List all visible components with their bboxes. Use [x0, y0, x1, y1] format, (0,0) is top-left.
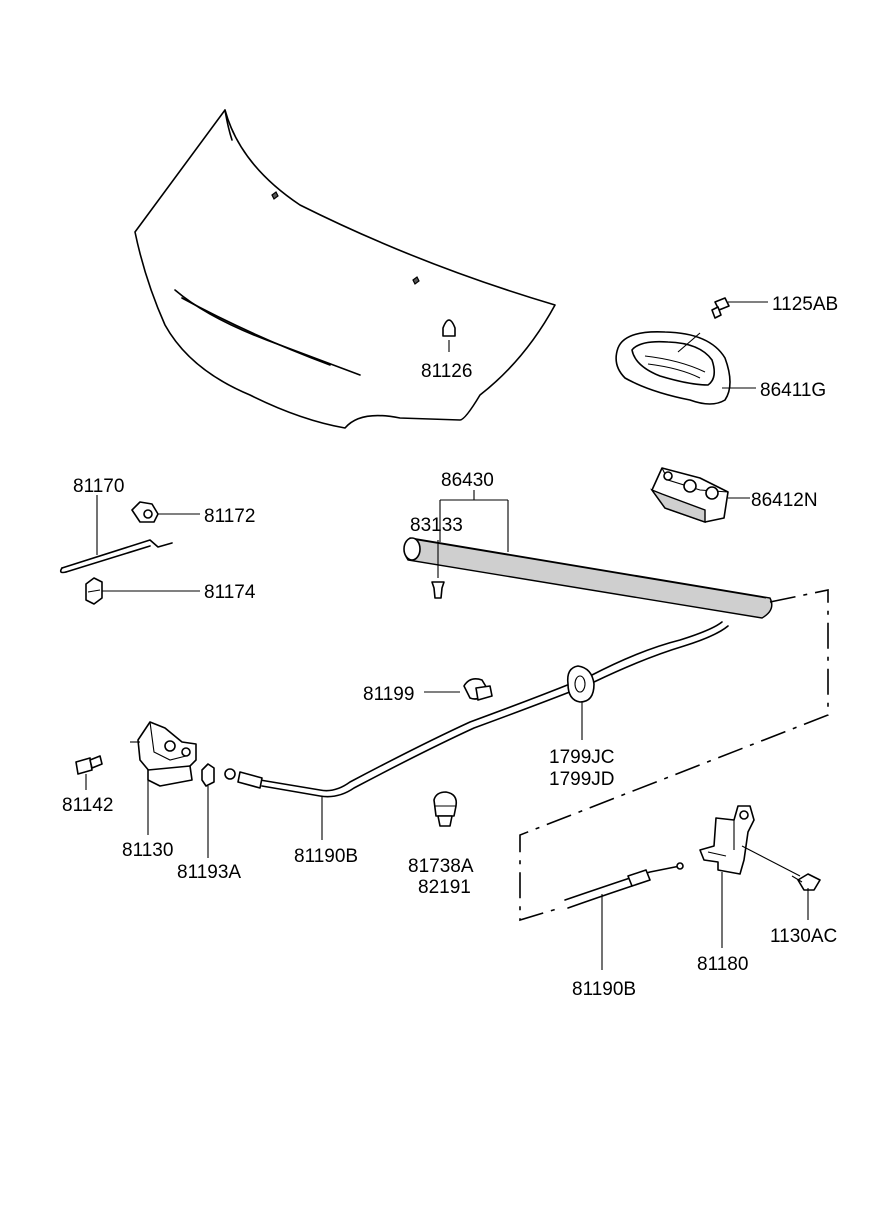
- grommet-1799JC: [566, 665, 595, 703]
- clip-81199: [463, 678, 493, 701]
- screw-1130AC: [791, 873, 821, 891]
- label-1799JC: 1799JC: [549, 747, 615, 768]
- label-81199: 81199: [363, 684, 414, 705]
- label-81126: 81126: [421, 361, 472, 382]
- leader-1130AC-a: [741, 845, 801, 877]
- label-81738A: 81738A: [408, 856, 474, 877]
- holder-81172: [131, 501, 159, 523]
- dashed-boundary: [519, 589, 829, 922]
- bezel-86411G: [615, 331, 731, 405]
- screw-1125AB: [711, 297, 730, 319]
- cable-81190B: [224, 621, 729, 798]
- lamp-86412N: [650, 467, 729, 523]
- support-rod-81170: [59, 539, 173, 574]
- label-81130: 81130: [122, 840, 173, 861]
- latch-81130: [130, 721, 197, 787]
- clip-81193A: [201, 763, 215, 787]
- label-81190B-upper: 81190B: [294, 846, 358, 867]
- label-82191: 82191: [418, 877, 471, 898]
- label-81142: 81142: [62, 795, 113, 816]
- label-86430: 86430: [441, 470, 494, 491]
- label-86411G: 86411G: [760, 380, 826, 401]
- hood-panel: [134, 109, 556, 429]
- label-1125AB: 1125AB: [772, 294, 838, 315]
- release-handle-81180: [699, 805, 755, 875]
- label-81172: 81172: [204, 506, 255, 527]
- bolt-81142: [75, 755, 103, 775]
- label-81170: 81170: [73, 476, 124, 497]
- label-81180: 81180: [697, 954, 748, 975]
- grommet-81174: [85, 577, 103, 605]
- label-81193A: 81193A: [177, 862, 241, 883]
- label-1799JD: 1799JD: [549, 769, 615, 790]
- label-1130AC: 1130AC: [770, 926, 837, 947]
- bumper-81738A: [433, 791, 458, 827]
- label-86412N: 86412N: [751, 490, 818, 511]
- weatherstrip-86430: [403, 537, 773, 619]
- clip-83133: [431, 581, 445, 599]
- label-81190B-lower: 81190B: [572, 979, 636, 1000]
- label-83133: 83133: [410, 515, 463, 536]
- label-81174: 81174: [204, 582, 256, 603]
- cable-81190B-end: [564, 862, 684, 909]
